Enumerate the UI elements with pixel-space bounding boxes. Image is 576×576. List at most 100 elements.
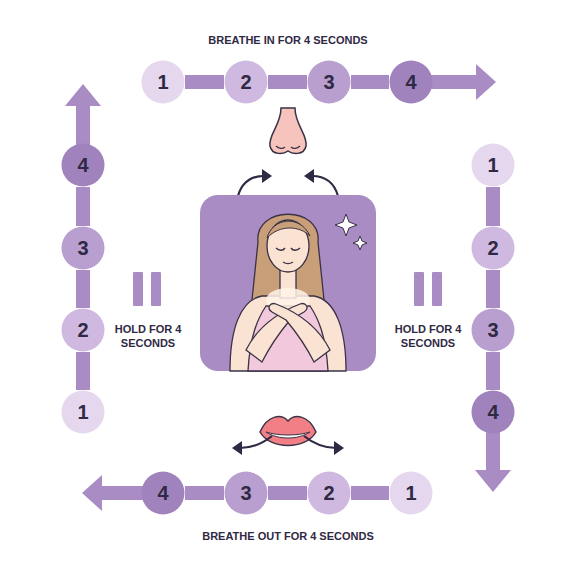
woman-illustration bbox=[230, 214, 367, 371]
closed-eyes bbox=[276, 248, 300, 250]
phase-label: HOLD FOR 4 SECONDS bbox=[383, 322, 473, 350]
lips-icon bbox=[232, 417, 344, 455]
step-circle: 1 bbox=[61, 390, 105, 434]
flow-band bbox=[76, 270, 90, 308]
step-number: 4 bbox=[141, 471, 185, 515]
circle-fill bbox=[390, 472, 433, 515]
step-circle: 3 bbox=[224, 471, 268, 515]
step-circle: 2 bbox=[307, 471, 351, 515]
circle-fill bbox=[472, 391, 515, 434]
flow-band bbox=[76, 352, 90, 390]
arrow-head bbox=[82, 475, 102, 511]
step-circle: 1 bbox=[141, 60, 185, 104]
circle-fill bbox=[472, 309, 515, 352]
arrow-head bbox=[475, 470, 511, 492]
sparkle bbox=[353, 236, 367, 250]
step-circle: 2 bbox=[61, 308, 105, 352]
flow-band bbox=[351, 75, 389, 89]
circle-fill bbox=[62, 144, 105, 187]
step-circle: 4 bbox=[141, 471, 185, 515]
step-number: 4 bbox=[61, 143, 105, 187]
step-number: 1 bbox=[141, 60, 185, 104]
circle-fill bbox=[225, 472, 268, 515]
flow-band bbox=[486, 352, 500, 390]
exhale-arrow bbox=[304, 436, 336, 448]
step-number: 2 bbox=[61, 308, 105, 352]
step-circle: 3 bbox=[61, 226, 105, 270]
step-number: 1 bbox=[389, 471, 433, 515]
step-circle: 2 bbox=[224, 60, 268, 104]
step-number: 4 bbox=[471, 390, 515, 434]
sparkle bbox=[335, 214, 357, 236]
step-number: 2 bbox=[307, 471, 351, 515]
inhale-arrow bbox=[312, 176, 338, 196]
step-number: 1 bbox=[61, 390, 105, 434]
pause-symbol bbox=[414, 272, 442, 306]
nostril bbox=[276, 146, 300, 148]
arrow-head bbox=[262, 169, 272, 183]
mouth bbox=[283, 262, 293, 264]
inhale-arrow bbox=[238, 176, 264, 196]
circle-fill bbox=[62, 309, 105, 352]
band-tail bbox=[76, 104, 90, 146]
flow-band bbox=[268, 75, 307, 89]
right-arm bbox=[269, 304, 330, 362]
step-number: 3 bbox=[224, 471, 268, 515]
step-circle: 1 bbox=[389, 471, 433, 515]
step-number: 3 bbox=[61, 226, 105, 270]
exhale-arrow bbox=[240, 436, 272, 448]
flow-band bbox=[185, 75, 224, 89]
circle-fill bbox=[142, 472, 185, 515]
arrow-head bbox=[232, 441, 242, 455]
face bbox=[267, 220, 309, 272]
circle-fill bbox=[472, 227, 515, 270]
phase-label: BREATHE IN FOR 4 SECONDS bbox=[158, 33, 418, 47]
flow-band bbox=[486, 270, 500, 308]
pause-bar bbox=[151, 272, 161, 306]
teeth bbox=[266, 432, 310, 438]
step-number: 2 bbox=[224, 60, 268, 104]
flow-band bbox=[185, 486, 224, 500]
band-tail bbox=[486, 430, 500, 472]
fringe bbox=[267, 221, 310, 238]
flow-band bbox=[268, 486, 307, 500]
circle-fill bbox=[308, 61, 351, 104]
step-circle: 3 bbox=[471, 308, 515, 352]
circle-fill bbox=[62, 391, 105, 434]
step-circle: 4 bbox=[61, 143, 105, 187]
flow-band bbox=[486, 187, 500, 226]
nose-icon bbox=[238, 108, 338, 196]
circle-fill bbox=[472, 144, 515, 187]
step-circle: 4 bbox=[471, 390, 515, 434]
pause-symbol bbox=[133, 272, 161, 306]
pause-bar bbox=[133, 272, 143, 306]
step-number: 4 bbox=[389, 60, 433, 104]
pause-bar bbox=[414, 272, 424, 306]
pause-bar bbox=[432, 272, 442, 306]
circle-fill bbox=[225, 61, 268, 104]
nose-shape bbox=[270, 108, 306, 153]
step-number: 1 bbox=[471, 143, 515, 187]
flow-band bbox=[65, 64, 511, 511]
arrow-head bbox=[65, 84, 101, 106]
circle-fill bbox=[142, 61, 185, 104]
phase-label: BREATHE OUT FOR 4 SECONDS bbox=[158, 529, 418, 543]
step-circle: 4 bbox=[389, 60, 433, 104]
band-tail bbox=[430, 75, 478, 89]
step-number: 3 bbox=[307, 60, 351, 104]
band-tail bbox=[100, 486, 145, 500]
lips bbox=[260, 417, 316, 446]
step-circle: 3 bbox=[307, 60, 351, 104]
arrow-head bbox=[476, 64, 496, 100]
phase-label: HOLD FOR 4 SECONDS bbox=[103, 322, 193, 350]
arrow-head bbox=[334, 441, 344, 455]
step-circle: 1 bbox=[471, 143, 515, 187]
arrow-head bbox=[304, 169, 314, 183]
step-circle: 2 bbox=[471, 226, 515, 270]
circle-fill bbox=[390, 61, 433, 104]
circle-fill bbox=[308, 472, 351, 515]
step-number: 3 bbox=[471, 308, 515, 352]
step-number: 2 bbox=[471, 226, 515, 270]
